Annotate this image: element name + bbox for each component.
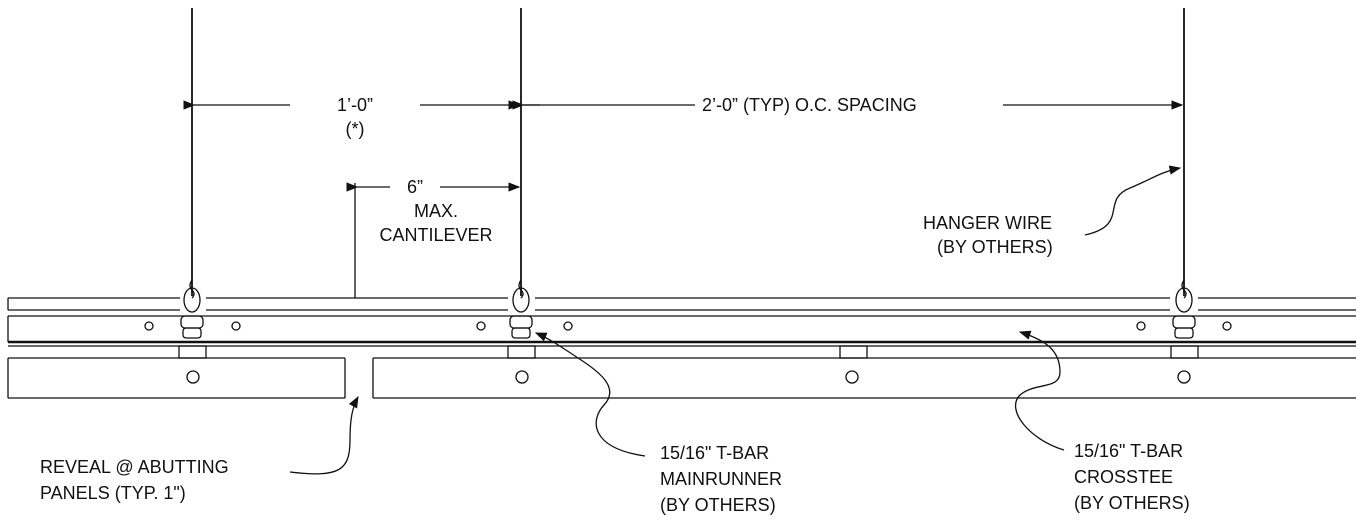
panel-holes [186,370,1191,384]
dimension-right-span-label: 2’-0” (TYP) O.C. SPACING [698,94,921,116]
cantilever-label-line1: MAX. [376,200,496,222]
dimension-left-note: (*) [325,118,385,140]
ceiling-panels [7,357,1356,399]
crosstee-tab [839,345,868,359]
cantilever-label-line2: CANTILEVER [356,224,516,246]
hanger-wire-label-line1: HANGER WIRE [923,212,1053,234]
hanger-wire-leader [1084,165,1182,236]
crosstee-label-line3: (BY OTHERS) [1074,492,1190,514]
reveal-label-line1: REVEAL @ ABUTTING [40,456,229,478]
dimension-cantilever [346,182,521,298]
hanger-clip-left [178,279,207,359]
reveal-leader [289,395,359,475]
crosstee-leader [1014,330,1065,451]
hanger-wire-label-line2: (BY OTHERS) [937,236,1053,258]
mainrunner-tbar [7,297,1356,347]
mainrunner-leader [534,332,646,457]
mainrunner-label-line1: 15/16" T-BAR [660,442,770,464]
crosstee-label-line2: CROSSTEE [1074,466,1174,488]
mainrunner-label-line2: MAINRUNNER [660,468,783,490]
reveal-label-line2: PANELS (TYP. 1") [40,482,186,504]
dimension-left-span-label: 1’-0” [295,94,415,116]
mainrunner-label-line3: (BY OTHERS) [660,494,776,516]
cantilever-dimension-label: 6” [392,176,438,198]
crosstee-label-line1: 15/16" T-BAR [1074,440,1184,462]
web-holes [144,321,1232,331]
hanger-clip-right [1170,279,1199,359]
